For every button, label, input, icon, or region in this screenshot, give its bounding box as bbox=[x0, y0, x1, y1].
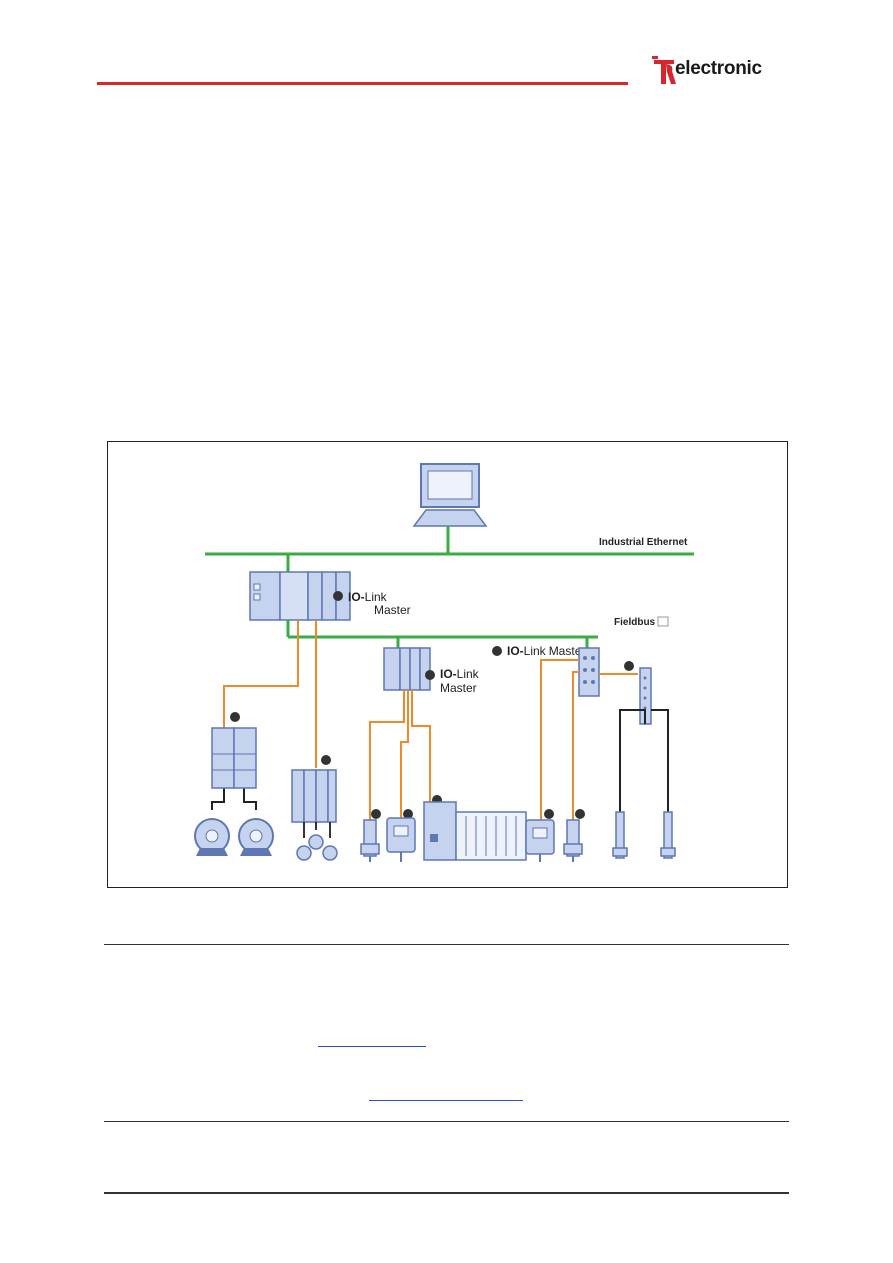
hyperlink-underline[interactable] bbox=[318, 1046, 426, 1047]
remote-io-link-label: IO-Link bbox=[440, 667, 480, 681]
trelectronic-logo: electronic bbox=[652, 56, 788, 86]
logo-wordmark: electronic bbox=[675, 58, 762, 79]
proximity-sensor-icon bbox=[563, 819, 583, 862]
io-link-logo-icon bbox=[544, 809, 554, 819]
plc-master-label: Master bbox=[374, 603, 411, 617]
pc-workstation-icon bbox=[412, 463, 488, 554]
rfid-reader-icon bbox=[525, 819, 555, 862]
standard-sensor-icon bbox=[612, 811, 628, 859]
section-rule-top bbox=[104, 944, 789, 945]
standard-sensor-icon bbox=[660, 811, 676, 859]
io-link-logo-icon bbox=[425, 670, 435, 680]
rfid-reader-icon bbox=[386, 817, 416, 862]
valve-terminal-icon bbox=[291, 769, 338, 861]
io-link-cabling bbox=[223, 620, 638, 820]
motor-starter-icon bbox=[211, 727, 257, 789]
io-link-logo-icon bbox=[492, 646, 502, 656]
io-module-rack-icon bbox=[423, 801, 527, 861]
motor-icon bbox=[238, 818, 274, 856]
hyperlink-underline[interactable] bbox=[369, 1100, 523, 1101]
io-link-topology-figure: Industrial Ethernet IO-Link Master Field… bbox=[107, 441, 788, 888]
remote-master-label: Master bbox=[440, 681, 477, 695]
io-link-logo-icon bbox=[624, 661, 634, 671]
io-link-logo-icon bbox=[371, 809, 381, 819]
io-link-logo-icon bbox=[230, 712, 240, 722]
remote-io-link-master-icon bbox=[383, 647, 431, 691]
distributed-io-master-icon bbox=[578, 647, 600, 697]
tr-logo-mark-icon bbox=[652, 56, 676, 84]
plc-io-link-label: IO-Link bbox=[348, 590, 388, 604]
plc-io-link-master-icon bbox=[249, 571, 351, 621]
header-rule bbox=[97, 82, 628, 85]
sensor-cabling bbox=[211, 709, 669, 812]
section-rule-bottom bbox=[104, 1121, 789, 1122]
io-link-logo-icon bbox=[575, 809, 585, 819]
network-diagram: Industrial Ethernet IO-Link Master Field… bbox=[194, 463, 694, 862]
footer-rule bbox=[104, 1192, 789, 1194]
proximity-sensor-icon bbox=[360, 819, 380, 862]
fieldbus-label: Fieldbus bbox=[614, 617, 656, 628]
io-link-logo-icon bbox=[333, 591, 343, 601]
industrial-ethernet-label: Industrial Ethernet bbox=[599, 537, 688, 548]
io-link-logo-icon bbox=[321, 755, 331, 765]
motor-icon bbox=[194, 818, 230, 856]
io-link-logo-icon bbox=[403, 809, 413, 819]
